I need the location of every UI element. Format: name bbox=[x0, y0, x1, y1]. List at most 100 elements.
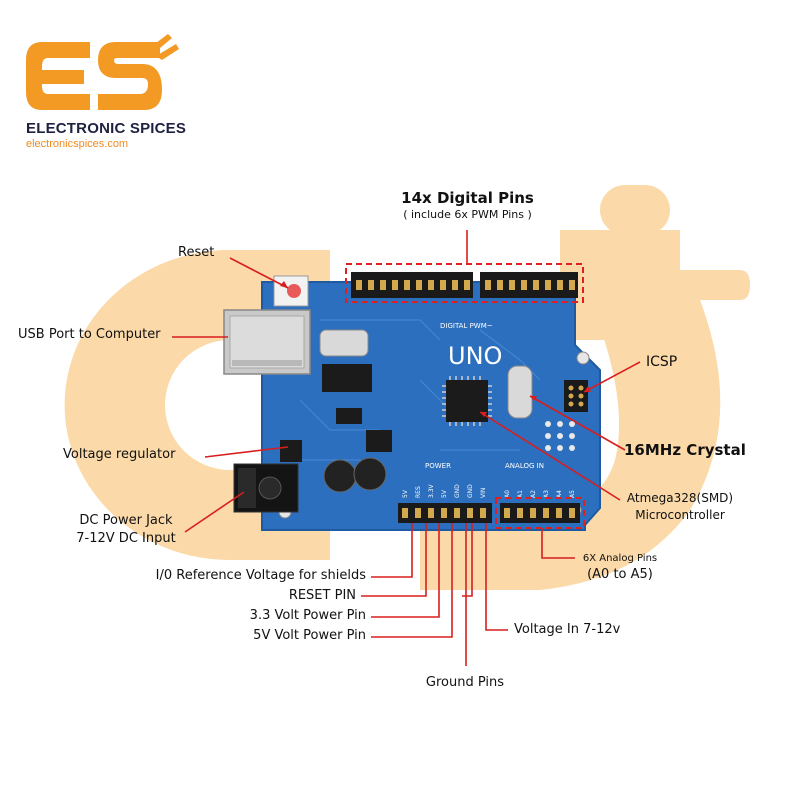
analog-pin-label: A3 bbox=[543, 490, 550, 498]
voltage-regulator bbox=[280, 440, 302, 462]
crystal-label: 16MHz Crystal bbox=[624, 441, 746, 459]
brand-url[interactable]: electronicspices.com bbox=[26, 138, 129, 150]
power-pin-label: 5V bbox=[402, 489, 409, 498]
digital-header bbox=[351, 272, 578, 298]
digital-pin bbox=[404, 280, 410, 290]
header-pin bbox=[467, 508, 473, 518]
digital-pin bbox=[533, 280, 539, 290]
ground-callout-line-2 bbox=[462, 523, 473, 597]
16mhz-crystal bbox=[507, 365, 533, 419]
power-pin-label: GND bbox=[454, 484, 461, 498]
icsp-header bbox=[564, 380, 588, 412]
digital-pin bbox=[416, 280, 422, 290]
power-pin-label: GND bbox=[467, 484, 474, 498]
analog-callout-line bbox=[541, 528, 575, 559]
digital-pins-title: 14x Digital Pins bbox=[401, 189, 534, 207]
reset-button bbox=[273, 275, 309, 307]
header-pin bbox=[480, 508, 486, 518]
unpopulated-pads bbox=[545, 421, 575, 451]
digital-pin bbox=[497, 280, 503, 290]
atmega-callout-line bbox=[479, 411, 621, 501]
header-pin bbox=[428, 508, 434, 518]
usb-port bbox=[223, 309, 311, 375]
voltage-regulator-label: Voltage regulator bbox=[63, 447, 176, 462]
v33-label: 3.3 Volt Power Pin bbox=[249, 608, 366, 623]
digital-callout-box bbox=[345, 263, 584, 303]
small-chip bbox=[336, 408, 362, 424]
power-pin-label: 5V bbox=[441, 489, 448, 498]
v5-label: 5V Volt Power Pin bbox=[253, 628, 366, 643]
atmega328-chip bbox=[446, 380, 488, 422]
header-pin bbox=[441, 508, 447, 518]
analog-pin-labels: A0 A1 A2 A3 A4 A5 bbox=[504, 490, 576, 498]
dc-jack-label-line1: DC Power Jack bbox=[79, 513, 173, 528]
atmega-label-line2: Microcontroller bbox=[635, 508, 725, 522]
power-pin-label: VIN bbox=[480, 488, 487, 498]
digital-pin bbox=[569, 280, 575, 290]
digital-pin bbox=[509, 280, 515, 290]
header-pin bbox=[556, 508, 562, 518]
header-pin bbox=[454, 508, 460, 518]
board-label: UNO bbox=[448, 342, 502, 370]
power-pin-label: 3.3V bbox=[428, 483, 435, 498]
reset-pin-callout-line bbox=[361, 523, 427, 597]
reset-callout-line bbox=[229, 257, 289, 289]
ch340-chip bbox=[322, 364, 372, 392]
digital-pin bbox=[464, 280, 470, 290]
electronic-spices-logo bbox=[26, 34, 179, 110]
analog-pin-label: A4 bbox=[556, 490, 563, 498]
digital-pin bbox=[557, 280, 563, 290]
header-pin bbox=[504, 508, 510, 518]
ground-pins-label: Ground Pins bbox=[425, 675, 505, 690]
analog-pins-label-line1: 6X Analog Pins bbox=[582, 553, 658, 564]
header-pin bbox=[530, 508, 536, 518]
vin-callout-line bbox=[485, 523, 508, 631]
reset-label: Reset bbox=[178, 245, 215, 260]
atmega-label-line1: Atmega328(SMD) bbox=[626, 491, 734, 505]
analog-label: ANALOG IN bbox=[505, 462, 544, 470]
digital-pin bbox=[428, 280, 434, 290]
capacitors bbox=[323, 457, 387, 493]
ioref-callout-line bbox=[371, 523, 413, 578]
analog-pin-label: A2 bbox=[530, 490, 537, 498]
dc-power-jack bbox=[233, 463, 299, 513]
digital-pin bbox=[440, 280, 446, 290]
brand-name: ELECTRONIC SPICES bbox=[26, 120, 187, 137]
analog-pin-label: A0 bbox=[504, 490, 511, 498]
analog-pin-label: A5 bbox=[569, 490, 576, 498]
v33-callout-line bbox=[371, 523, 440, 618]
usb-label: USB Port to Computer bbox=[18, 327, 161, 342]
atmega328-leads bbox=[442, 376, 492, 426]
vin-label: Voltage In 7-12v bbox=[514, 622, 621, 637]
digital-pin bbox=[368, 280, 374, 290]
small-crystal bbox=[319, 329, 369, 357]
header-pin bbox=[543, 508, 549, 518]
digital-pin bbox=[452, 280, 458, 290]
icsp-callout-line bbox=[583, 361, 641, 393]
analog-callout-box bbox=[495, 497, 585, 529]
analog-header bbox=[500, 503, 580, 523]
callout-lines bbox=[172, 230, 641, 666]
digital-pin bbox=[521, 280, 527, 290]
reset-pin-label: RESET PIN bbox=[288, 588, 356, 603]
icsp-label: ICSP bbox=[646, 354, 678, 370]
header-pin bbox=[415, 508, 421, 518]
analog-pin-label: A1 bbox=[517, 490, 524, 498]
ioref-label: I/0 Reference Voltage for shields bbox=[155, 568, 366, 583]
digital-pin bbox=[545, 280, 551, 290]
digital-pin bbox=[485, 280, 491, 290]
crystal-callout-line bbox=[529, 395, 626, 451]
v5-callout-line bbox=[371, 523, 453, 638]
digital-pin bbox=[380, 280, 386, 290]
digital-pin bbox=[392, 280, 398, 290]
header-pin bbox=[517, 508, 523, 518]
digital-pin bbox=[356, 280, 362, 290]
header-pin bbox=[402, 508, 408, 518]
analog-pins-label-line2: (A0 to A5) bbox=[587, 567, 653, 582]
digital-pwm-label: DIGITAL PWM~ bbox=[440, 322, 493, 330]
digital-pins-subtitle: ( include 6x PWM Pins ) bbox=[403, 208, 532, 221]
dc-jack-callout-line bbox=[184, 491, 245, 533]
power-label: POWER bbox=[425, 462, 451, 470]
